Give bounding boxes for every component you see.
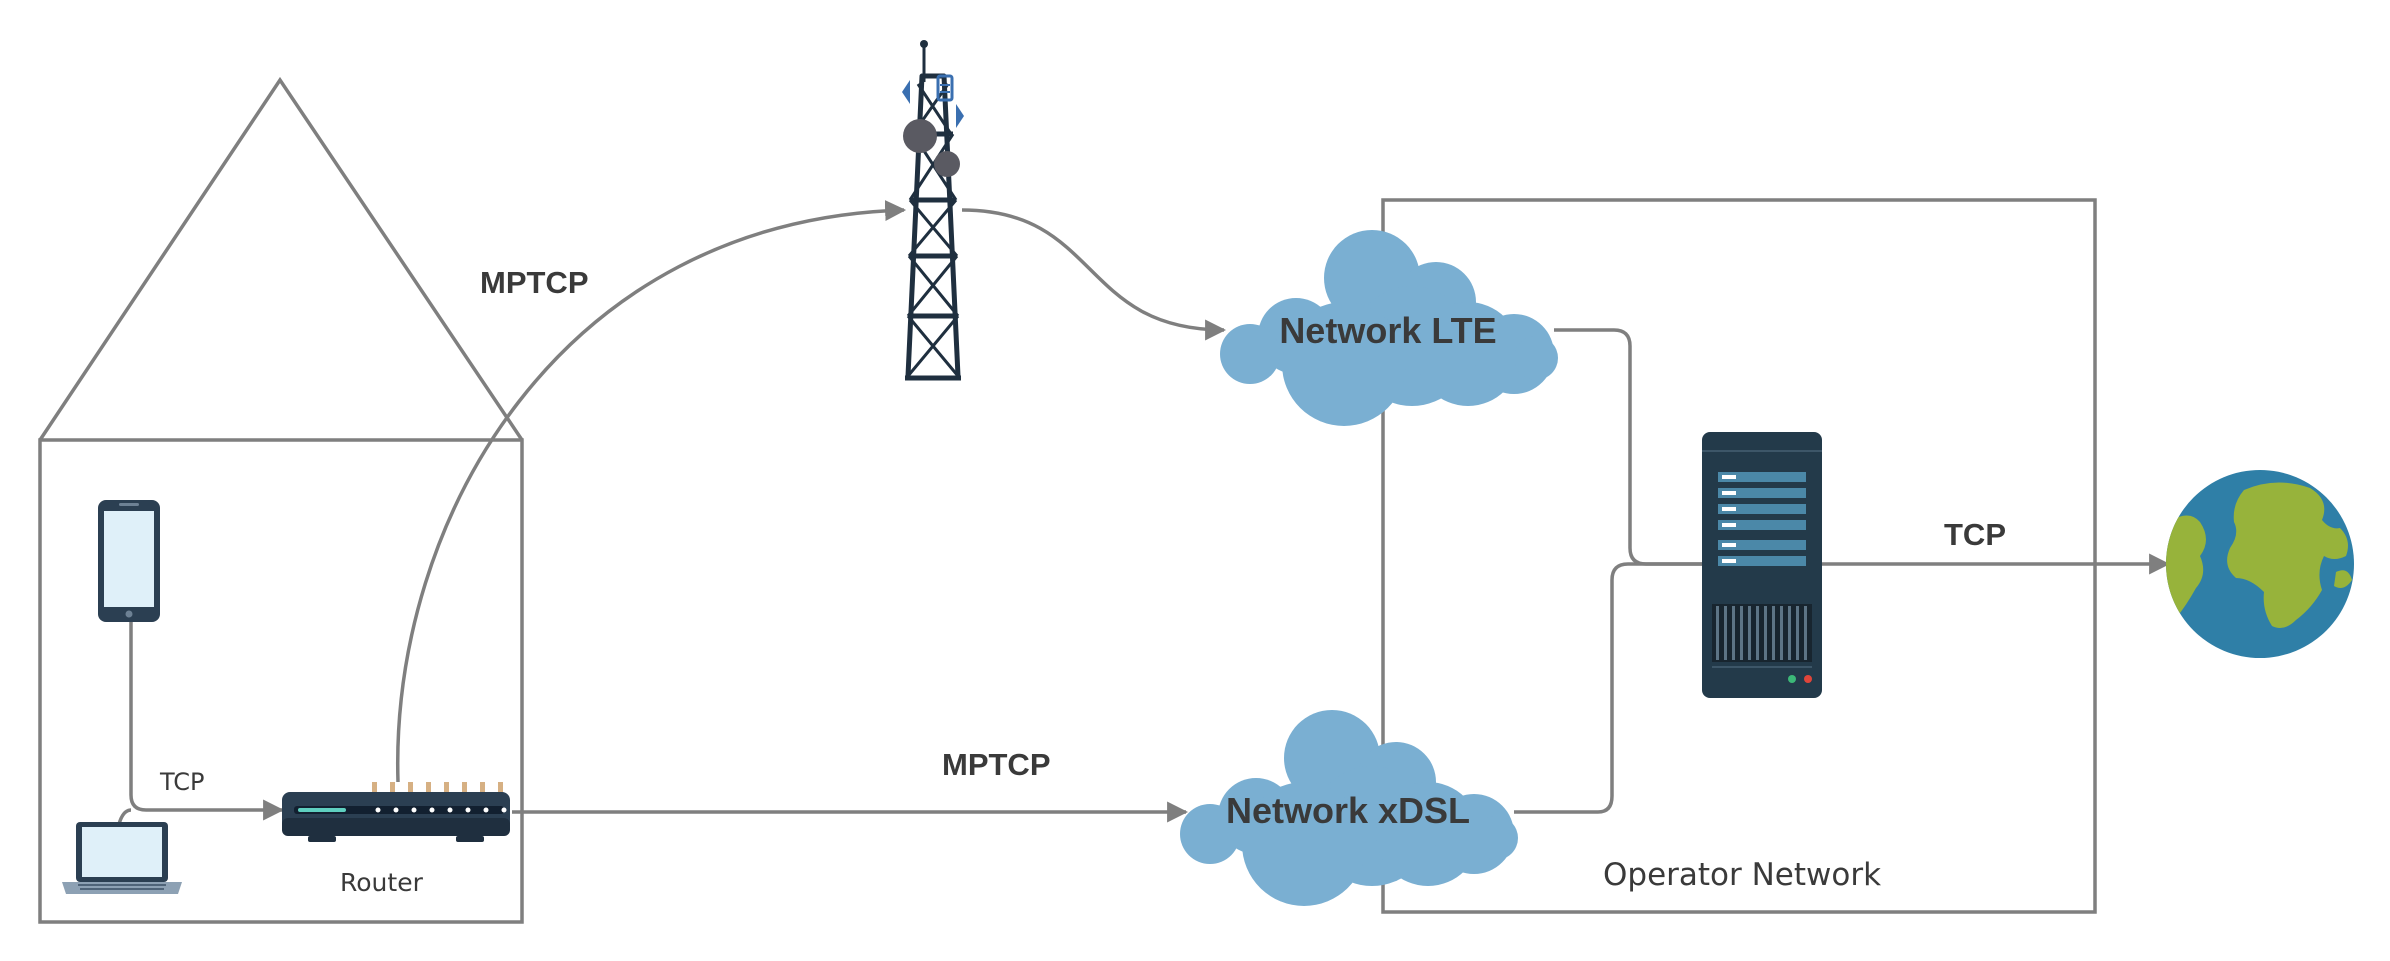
globe-icon: [2166, 470, 2354, 658]
tcp-out-label: TCP: [1944, 517, 2006, 552]
phone-to-router-edge: [129, 620, 285, 821]
cloud-icon: [1180, 710, 1518, 906]
router-icon: [282, 782, 510, 842]
smartphone-icon: [98, 500, 160, 622]
connectors: [116, 200, 2171, 829]
server-icon: [1702, 432, 1822, 698]
cloud-icon: [1220, 230, 1558, 426]
xdsl-to-server-edge: [1514, 562, 1710, 814]
mptcp-bottom-label: MPTCP: [942, 747, 1051, 782]
operator-network-box: [1381, 198, 2097, 914]
tower-to-lte-edge: [961, 208, 1227, 341]
network-lte-label: Network LTE: [1279, 310, 1496, 351]
mptcp-top-label: MPTCP: [480, 265, 589, 300]
router-to-tower-edge: [396, 200, 907, 783]
lte-to-server-edge: [1554, 328, 1710, 566]
house-outline-icon: [38, 76, 524, 924]
cell-tower-icon: [902, 40, 964, 381]
operator-network-label: Operator Network: [1603, 857, 1881, 893]
tcp-home-label: TCP: [159, 768, 204, 796]
router-label: Router: [340, 868, 424, 897]
network-xdsl-label: Network xDSL: [1226, 790, 1470, 831]
laptop-icon: [62, 822, 182, 894]
